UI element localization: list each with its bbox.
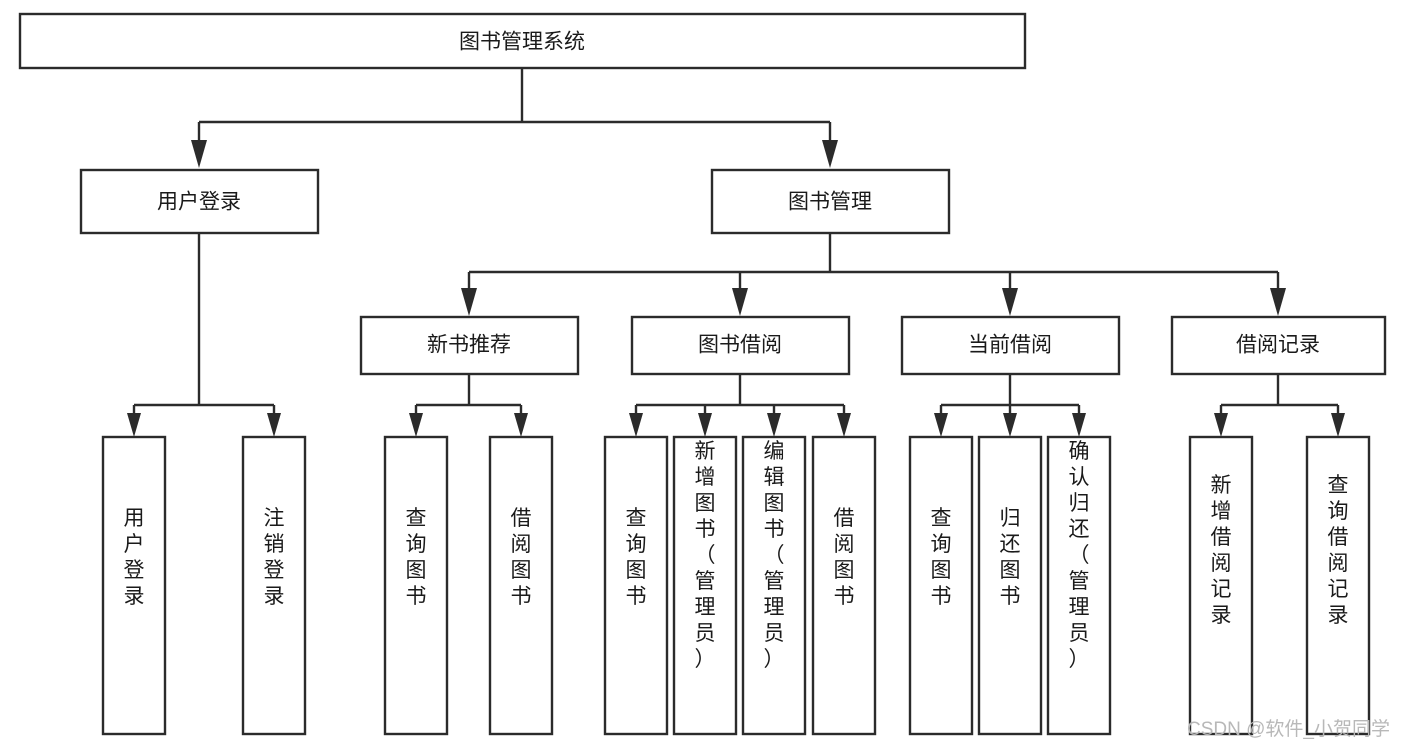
arrowhead-current-borrow [1002, 288, 1018, 316]
node-leaf-query-book-2[interactable]: 查询图书 [603, 435, 669, 736]
node-leaf-query-book-3[interactable]: 查询图书 [908, 435, 974, 736]
node-leaf-logout-login-box[interactable] [241, 435, 307, 736]
arrowhead-leaf-query-book-2 [629, 413, 643, 437]
arrowhead-leaf-query-book-3 [934, 413, 948, 437]
node-leaf-query-book-3-box[interactable] [908, 435, 974, 736]
node-book-borrow[interactable]: 图书借阅 [630, 315, 851, 376]
node-leaf-borrow-book-1-label: 借阅图书 [511, 507, 532, 608]
node-user-login-box[interactable] [79, 168, 320, 235]
node-leaf-edit-book-label: 编辑图书（管理员） [764, 440, 785, 671]
arrowhead-borrow-record [1270, 288, 1286, 316]
node-current-borrow-box[interactable] [900, 315, 1121, 376]
arrowhead-leaf-borrow-book-2 [837, 413, 851, 437]
node-root-box[interactable] [18, 12, 1027, 70]
arrowhead-leaf-add-record [1214, 413, 1228, 437]
node-borrow-record-label: 借阅记录 [1236, 334, 1320, 357]
node-leaf-borrow-book-1[interactable]: 借阅图书 [488, 435, 554, 736]
node-leaf-query-record-box[interactable] [1305, 435, 1371, 736]
node-leaf-return-book-box[interactable] [977, 435, 1043, 736]
node-leaf-add-book-box[interactable] [672, 435, 738, 736]
arrowhead-user-login [191, 140, 207, 168]
watermark-label: CSDN @软件_小贺同学 [1187, 718, 1390, 740]
node-leaf-borrow-book-2[interactable]: 借阅图书 [811, 435, 877, 736]
arrowhead-leaf-borrow-book-1 [514, 413, 528, 437]
node-leaf-confirm-return-label: 确认归还（管理员） [1069, 440, 1090, 671]
node-leaf-query-book-1-label: 查询图书 [406, 507, 427, 608]
arrowhead-leaf-user-login [127, 413, 141, 437]
node-root-label: 图书管理系统 [459, 31, 585, 54]
node-new-book-recommend-box[interactable] [359, 315, 580, 376]
arrowhead-leaf-confirm-return [1072, 413, 1086, 437]
node-leaf-user-login-box[interactable] [101, 435, 167, 736]
node-leaf-confirm-return-box[interactable] [1046, 435, 1112, 736]
arrowhead-new-book [461, 288, 477, 316]
node-leaf-add-book[interactable]: 新增图书（管理员） [672, 435, 738, 736]
node-leaf-query-record[interactable]: 查询借阅记录 [1305, 435, 1371, 736]
node-leaf-edit-book[interactable]: 编辑图书（管理员） [741, 435, 807, 736]
node-leaf-query-book-1[interactable]: 查询图书 [383, 435, 449, 736]
node-borrow-record-box[interactable] [1170, 315, 1387, 376]
node-leaf-query-book-2-label: 查询图书 [626, 507, 647, 608]
arrowhead-leaf-edit-book [767, 413, 781, 437]
node-leaf-borrow-book-2-box[interactable] [811, 435, 877, 736]
node-leaf-add-record[interactable]: 新增借阅记录 [1188, 435, 1254, 736]
node-leaf-query-record-label: 查询借阅记录 [1328, 474, 1349, 627]
node-leaf-user-login-label: 用户登录 [124, 507, 145, 608]
arrowhead-leaf-query-record [1331, 413, 1345, 437]
node-leaf-add-book-label: 新增图书（管理员） [695, 440, 716, 671]
node-leaf-user-login[interactable]: 用户登录 [101, 435, 167, 736]
node-user-login-label: 用户登录 [157, 191, 241, 214]
node-leaf-borrow-book-1-box[interactable] [488, 435, 554, 736]
node-user-login[interactable]: 用户登录 [79, 168, 320, 235]
node-new-book-recommend[interactable]: 新书推荐 [359, 315, 580, 376]
connector-layer [127, 68, 1345, 437]
node-leaf-logout-login-label: 注销登录 [264, 507, 285, 608]
node-leaf-return-book-label: 归还图书 [1000, 507, 1021, 608]
node-leaf-add-record-box[interactable] [1188, 435, 1254, 736]
node-book-borrow-label: 图书借阅 [698, 334, 782, 357]
node-leaf-add-record-label: 新增借阅记录 [1211, 474, 1232, 627]
node-leaf-edit-book-box[interactable] [741, 435, 807, 736]
node-book-management-label: 图书管理 [788, 191, 872, 214]
node-borrow-record[interactable]: 借阅记录 [1170, 315, 1387, 376]
node-book-management-box[interactable] [710, 168, 951, 235]
arrowhead-leaf-return-book [1003, 413, 1017, 437]
node-leaf-query-book-1-box[interactable] [383, 435, 449, 736]
arrowhead-leaf-logout-login [267, 413, 281, 437]
node-leaf-return-book[interactable]: 归还图书 [977, 435, 1043, 736]
node-leaf-confirm-return[interactable]: 确认归还（管理员） [1046, 435, 1112, 736]
node-leaf-query-book-3-label: 查询图书 [931, 507, 952, 608]
arrowhead-book-management [822, 140, 838, 168]
node-leaf-logout-login[interactable]: 注销登录 [241, 435, 307, 736]
node-current-borrow[interactable]: 当前借阅 [900, 315, 1121, 376]
node-book-borrow-box[interactable] [630, 315, 851, 376]
arrowhead-book-borrow [732, 288, 748, 316]
arrowhead-leaf-add-book [698, 413, 712, 437]
node-new-book-recommend-label: 新书推荐 [427, 334, 511, 357]
node-book-management[interactable]: 图书管理 [710, 168, 951, 235]
arrowhead-leaf-query-book-1 [409, 413, 423, 437]
node-leaf-query-book-2-box[interactable] [603, 435, 669, 736]
node-root[interactable]: 图书管理系统 [18, 12, 1027, 70]
node-leaf-borrow-book-2-label: 借阅图书 [834, 507, 855, 608]
node-current-borrow-label: 当前借阅 [968, 334, 1052, 357]
